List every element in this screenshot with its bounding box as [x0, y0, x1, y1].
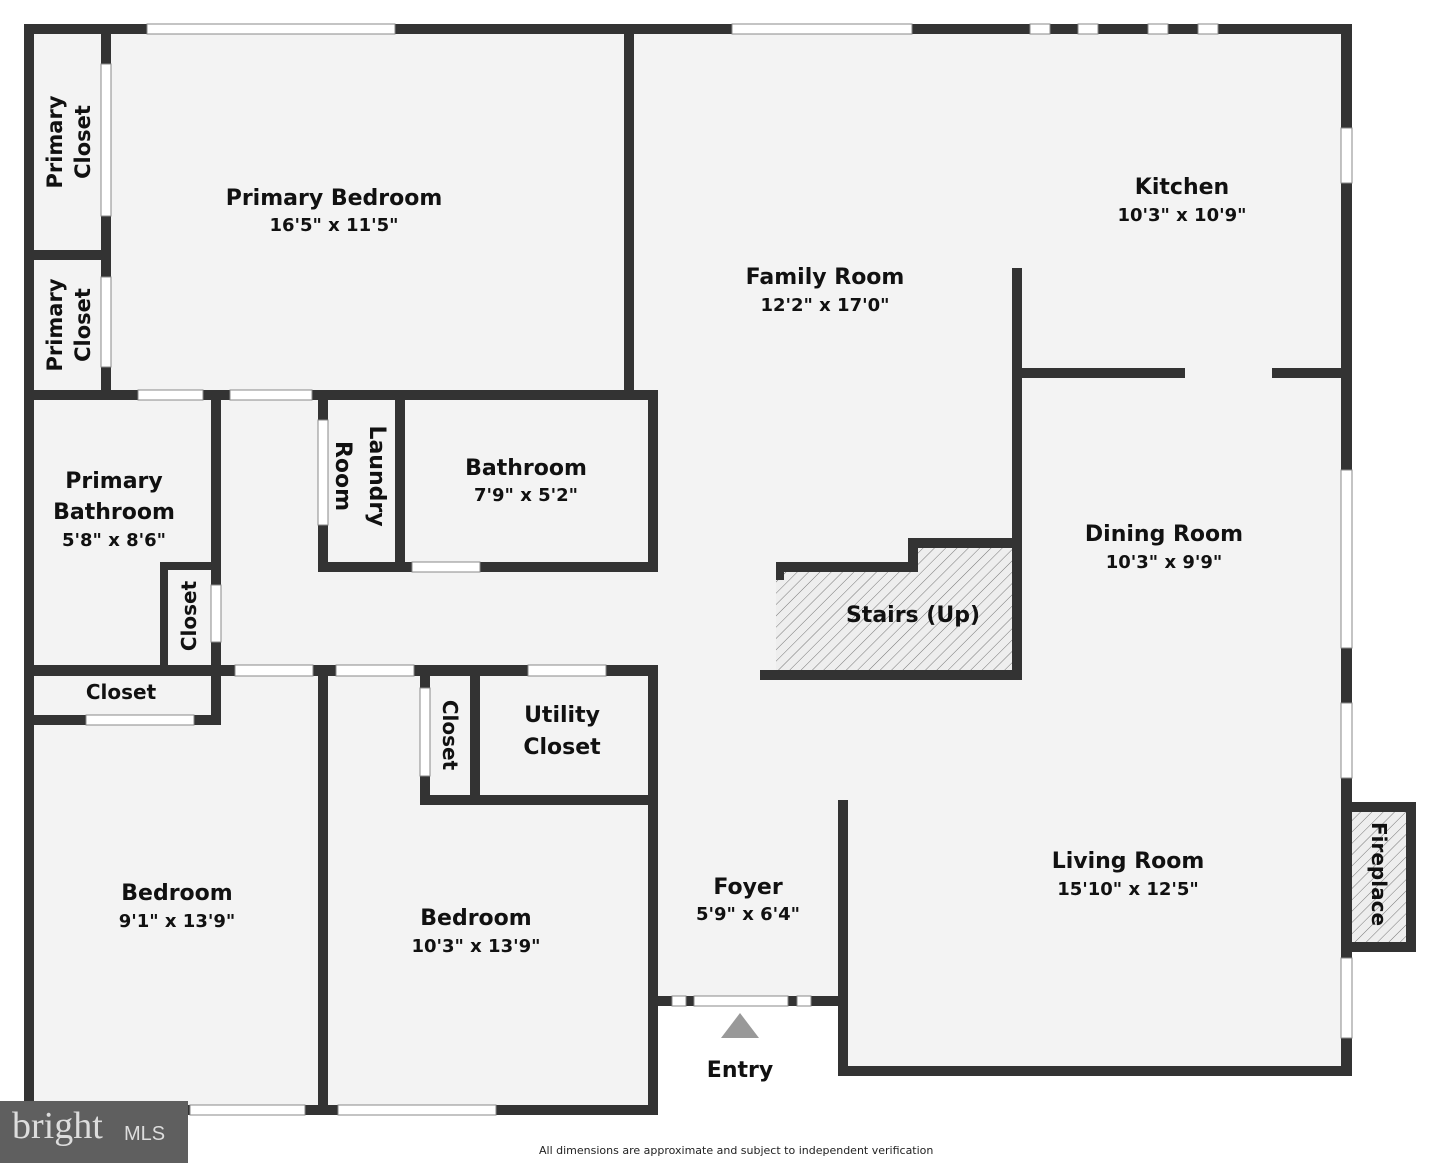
fireplace-area: [1346, 807, 1411, 947]
primary-bedroom-dim: 16'5" x 11'5": [269, 215, 398, 236]
bedroom-1-label: Bedroom: [121, 881, 232, 906]
label-line: Closet: [71, 105, 95, 179]
bedroom-2-label: Bedroom: [420, 906, 531, 931]
primary-bathroom-dim: 5'8" x 8'6": [62, 530, 166, 551]
kitchen-dim: 10'3" x 10'9": [1117, 205, 1246, 226]
windows-doors: [85, 23, 1353, 1116]
closet-small-label: Closet: [177, 580, 201, 651]
dining-room-label: Dining Room: [1085, 522, 1243, 547]
utility-closet-label-1: Utility: [524, 703, 600, 728]
entry-label: Entry: [707, 1058, 773, 1083]
dining-room-dim: 10'3" x 9'9": [1106, 552, 1223, 573]
logo-brand: bright: [12, 1105, 103, 1147]
entry-arrow-icon: [721, 1013, 759, 1038]
utility-closet-label-2: Closet: [523, 735, 601, 760]
bedroom-2-dim: 10'3" x 13'9": [411, 936, 540, 957]
primary-bathroom-label-2: Bathroom: [53, 500, 175, 525]
bedroom-1-dim: 9'1" x 13'9": [119, 911, 236, 932]
closet-bed2-label: Closet: [438, 700, 462, 771]
stairs-label: Stairs (Up): [846, 603, 980, 628]
label-line: Closet: [71, 288, 95, 362]
label-line: Primary: [43, 95, 67, 188]
stairs-area: [776, 543, 1017, 675]
logo-suffix: MLS: [124, 1123, 166, 1145]
closet-hall-label: Closet: [86, 680, 157, 704]
floor: [30, 30, 1354, 1122]
foyer-label: Foyer: [713, 875, 783, 900]
laundry-label-1: Laundry: [364, 425, 389, 526]
fireplace-label: Fireplace: [1367, 822, 1391, 926]
family-room-label: Family Room: [746, 265, 905, 290]
primary-bathroom-label-1: Primary: [65, 469, 162, 494]
primary-bedroom-label: Primary Bedroom: [226, 186, 443, 211]
family-room-dim: 12'2" x 17'0": [760, 295, 889, 316]
disclaimer: All dimensions are approximate and subje…: [539, 1144, 934, 1157]
label-line: Primary: [43, 278, 67, 371]
laundry-label-2: Room: [330, 441, 355, 511]
bathroom-dim: 7'9" x 5'2": [474, 485, 578, 506]
foyer-dim: 5'9" x 6'4": [696, 904, 800, 925]
bright-mls-logo: bright MLS: [0, 1101, 188, 1163]
living-room-label: Living Room: [1052, 849, 1205, 874]
bathroom-label: Bathroom: [465, 456, 587, 481]
kitchen-label: Kitchen: [1135, 175, 1229, 200]
living-room-dim: 15'10" x 12'5": [1057, 879, 1199, 900]
